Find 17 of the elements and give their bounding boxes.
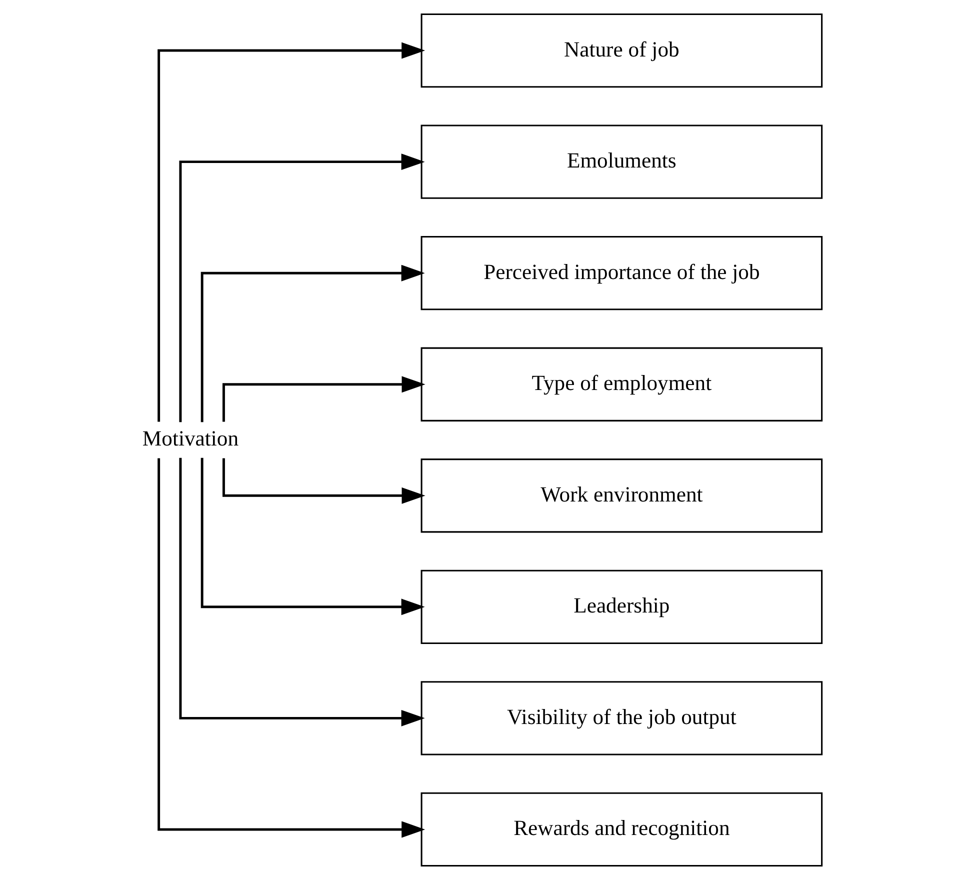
node-box: Nature of job — [420, 13, 822, 88]
arrow — [178, 458, 424, 726]
arrow — [157, 42, 425, 422]
node-box: Rewards and recognition — [420, 792, 822, 867]
node-box: Visibility of the job output — [420, 681, 822, 756]
arrow — [200, 264, 424, 422]
node-box: Work environment — [420, 458, 822, 533]
arrow — [222, 458, 425, 504]
node-box: Leadership — [420, 570, 822, 644]
node-box: Perceived importance of the job — [420, 236, 822, 310]
node-box: Emoluments — [420, 124, 822, 199]
arrow — [200, 458, 424, 616]
node-box: Type of employment — [420, 347, 822, 422]
node-text: Motivation — [142, 426, 238, 451]
arrow — [222, 376, 425, 422]
arrow — [178, 154, 424, 422]
arrow — [157, 458, 425, 838]
